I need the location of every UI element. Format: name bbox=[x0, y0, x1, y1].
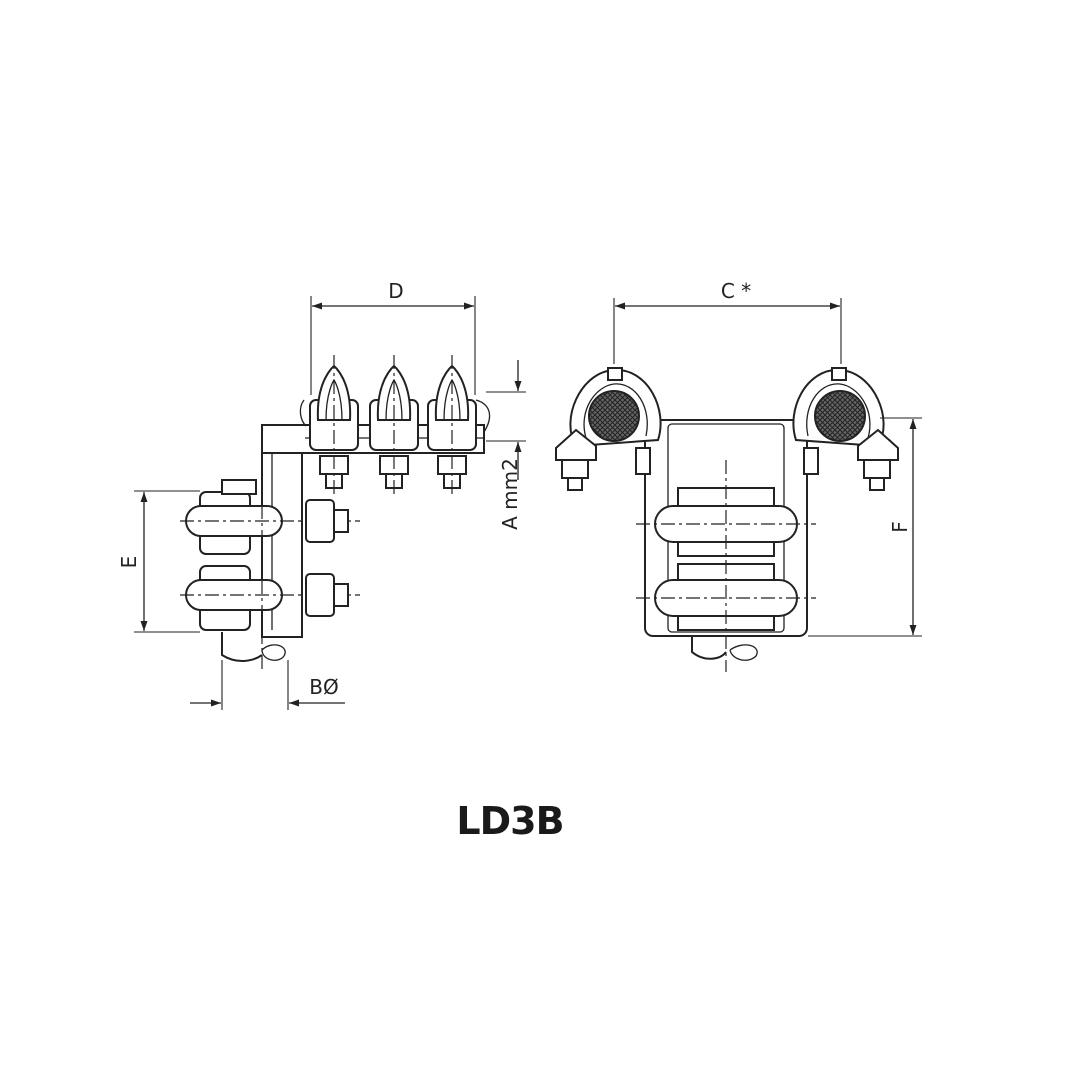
conductor-left bbox=[588, 390, 640, 442]
label-e: E bbox=[117, 556, 141, 569]
product-code-title: LD3B bbox=[456, 799, 563, 843]
top-nuts bbox=[319, 455, 467, 489]
front-view: C * F bbox=[555, 279, 922, 672]
front-conductor-clamp-left bbox=[555, 367, 662, 491]
label-c: C * bbox=[721, 279, 751, 303]
side-nuts bbox=[305, 499, 349, 617]
front-conductor-clamp-right bbox=[792, 367, 899, 491]
label-b-diameter: BØ bbox=[309, 675, 338, 699]
label-d: D bbox=[388, 279, 403, 303]
side-view: D A mm2 E BØ bbox=[117, 279, 526, 710]
front-clamp-upper bbox=[654, 487, 798, 557]
label-f: F bbox=[888, 521, 912, 533]
label-a-mm2: A mm2 bbox=[498, 458, 522, 530]
conductor-right bbox=[814, 390, 866, 442]
